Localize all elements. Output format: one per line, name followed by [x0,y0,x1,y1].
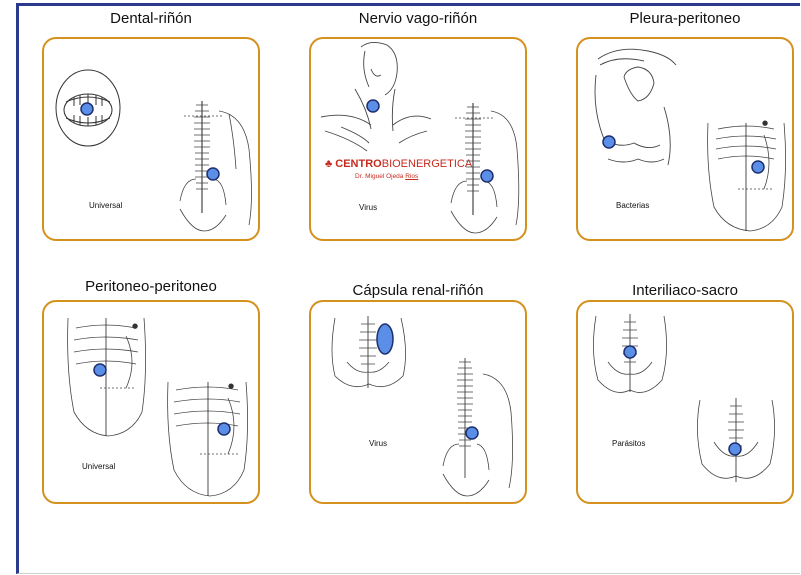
card-peritoneo-peritoneo: ● ● Universal [42,300,260,504]
spine-illustration [443,358,513,496]
brand-author: Dr. Miguel Ojeda Rios [355,173,418,180]
card-caption: Universal [82,462,115,471]
diagram-torso-and-abdomen: ● [578,39,794,241]
reflex-area-marker [377,324,393,354]
card-title: Peritoneo-peritoneo [42,278,260,295]
card-capsula-renal-rinon: Virus [309,300,527,504]
reflex-point-marker [624,346,636,358]
card-title: Pleura-peritoneo [576,10,794,27]
abdomen-illustration [68,318,146,436]
card-caption: Virus [359,203,377,212]
reflex-point-marker [481,170,493,182]
neck-illustration [321,42,431,151]
brand-logo: ♣ CENTROBIOENERGETICA [325,158,472,170]
card-dental-rinon: Universal [42,37,260,241]
navel-symbol: ● [132,322,138,330]
card-title: Nervio vago-riñón [309,10,527,27]
reflex-point-marker [207,168,219,180]
diagram-lower-back-and-spine [311,302,527,504]
diagram-neck-and-back [311,39,527,241]
diagram-mouth-and-back [44,39,260,241]
reflex-point-marker [752,161,764,173]
card-nervio-vago-rinon: ♣ CENTROBIOENERGETICA Dr. Miguel Ojeda R… [309,37,527,241]
reflex-point-marker [466,427,478,439]
card-caption: Bacterias [616,201,649,210]
spine-illustration [180,101,252,231]
reflex-point-marker [218,423,230,435]
card-caption: Virus [369,439,387,448]
card-title: Interiliaco-sacro [576,282,794,299]
reflex-point-marker [94,364,106,376]
card-caption: Universal [89,201,122,210]
diagram-two-pelvises [578,302,794,504]
reflex-point-marker [81,103,93,115]
abdomen-illustration [168,382,248,496]
pelvis-illustration [697,398,774,482]
card-pleura-peritoneo: ● Bacterias [576,37,794,241]
diagram-two-abdomens: ● ● [44,302,260,504]
card-caption: Parásitos [612,439,645,448]
reflex-point-marker [367,100,379,112]
navel-symbol: ● [762,119,768,127]
abdomen-illustration [708,123,786,231]
card-title: Dental-riñón [42,10,260,27]
reflex-point-marker [729,443,741,455]
card-interiliaco-sacro: Parásitos [576,300,794,504]
brand-mark-icon: ♣ [325,158,332,170]
reflex-point-marker [603,136,615,148]
navel-symbol: ● [228,382,234,390]
lower-back-illustration [332,316,406,388]
card-title: Cápsula renal-riñón [309,282,527,299]
